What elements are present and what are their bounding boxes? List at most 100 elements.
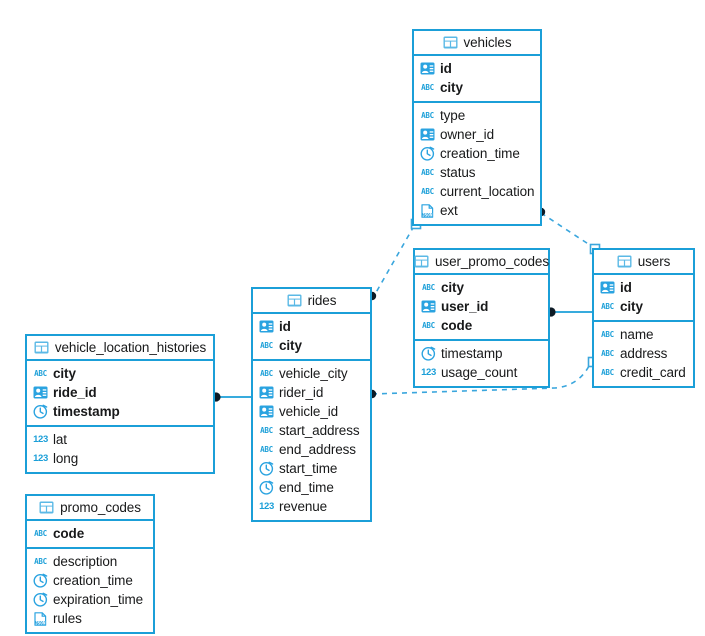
field-row[interactable]: timestamp [27, 402, 213, 421]
table-header[interactable]: rides [253, 289, 370, 314]
primary-key-section: ABC code [27, 521, 153, 549]
key-id-icon [420, 127, 435, 142]
abc-icon: ABC [34, 368, 47, 378]
table-header[interactable]: vehicle_location_histories [27, 336, 213, 361]
field-row[interactable]: ride_id [27, 383, 213, 402]
table-icon [443, 35, 458, 50]
table-header[interactable]: promo_codes [27, 496, 153, 521]
key-id-icon [421, 299, 436, 314]
field-row[interactable]: 123 revenue [253, 497, 370, 516]
abc-icon: ABC [421, 110, 434, 120]
clock-icon [33, 573, 48, 588]
field-name: usage_count [441, 365, 518, 380]
key-id-icon [420, 61, 435, 76]
abc-icon: ABC [260, 425, 273, 435]
field-name: expiration_time [53, 592, 144, 607]
primary-key-section: ABC city ride_id timestamp [27, 361, 213, 427]
table-icon [287, 293, 302, 308]
field-name: start_time [279, 461, 338, 476]
field-name: revenue [279, 499, 328, 514]
table-title: promo_codes [60, 500, 141, 515]
abc-icon: ABC [260, 444, 273, 454]
field-name: user_id [441, 299, 489, 314]
table-header[interactable]: vehicles [414, 31, 540, 56]
field-name: code [53, 526, 85, 541]
field-name: owner_id [440, 127, 494, 142]
field-row[interactable]: ABC code [27, 524, 153, 543]
field-row[interactable]: rider_id [253, 383, 370, 402]
field-row[interactable]: creation_time [414, 144, 540, 163]
field-name: city [53, 366, 76, 381]
field-row[interactable]: ABC city [27, 364, 213, 383]
table-title: vehicle_location_histories [54, 340, 207, 355]
field-row[interactable]: creation_time [27, 571, 153, 590]
abc-icon: ABC [422, 282, 435, 292]
table-icon [414, 254, 429, 269]
table-header[interactable]: users [594, 250, 693, 275]
field-row[interactable]: user_id [415, 297, 548, 316]
field-name: timestamp [53, 404, 120, 419]
field-row[interactable]: end_time [253, 478, 370, 497]
table-header[interactable]: user_promo_codes [414, 250, 549, 275]
field-name: creation_time [440, 146, 520, 161]
field-row[interactable]: timestamp [415, 344, 548, 363]
relationship-upc-users [546, 307, 593, 317]
key-id-icon [259, 404, 274, 419]
abc-icon: ABC [260, 368, 273, 378]
table-title: rides [307, 293, 337, 308]
field-row[interactable]: id [253, 317, 370, 336]
table-title: users [637, 254, 671, 269]
field-name: address [620, 346, 668, 361]
field-row[interactable]: owner_id [414, 125, 540, 144]
clock-icon [259, 461, 274, 476]
field-row[interactable]: vehicle_id [253, 402, 370, 421]
abc-icon: ABC [34, 556, 47, 566]
abc-icon: ABC [422, 320, 435, 330]
table-icon [617, 254, 632, 269]
field-name: vehicle_id [279, 404, 339, 419]
field-name: city [620, 299, 643, 314]
field-name: ride_id [53, 385, 97, 400]
relationship-vlh-rides [211, 392, 252, 402]
field-name: lat [53, 432, 67, 447]
field-row[interactable]: id [594, 278, 693, 297]
num-icon: 123 [259, 500, 274, 512]
field-row[interactable]: expiration_time [27, 590, 153, 609]
field-row[interactable]: id [414, 59, 540, 78]
field-row[interactable]: start_time [253, 459, 370, 478]
json-icon: JSON [420, 203, 435, 218]
abc-icon: ABC [34, 528, 47, 538]
abc-icon: ABC [421, 82, 434, 92]
field-name: city [279, 338, 302, 353]
